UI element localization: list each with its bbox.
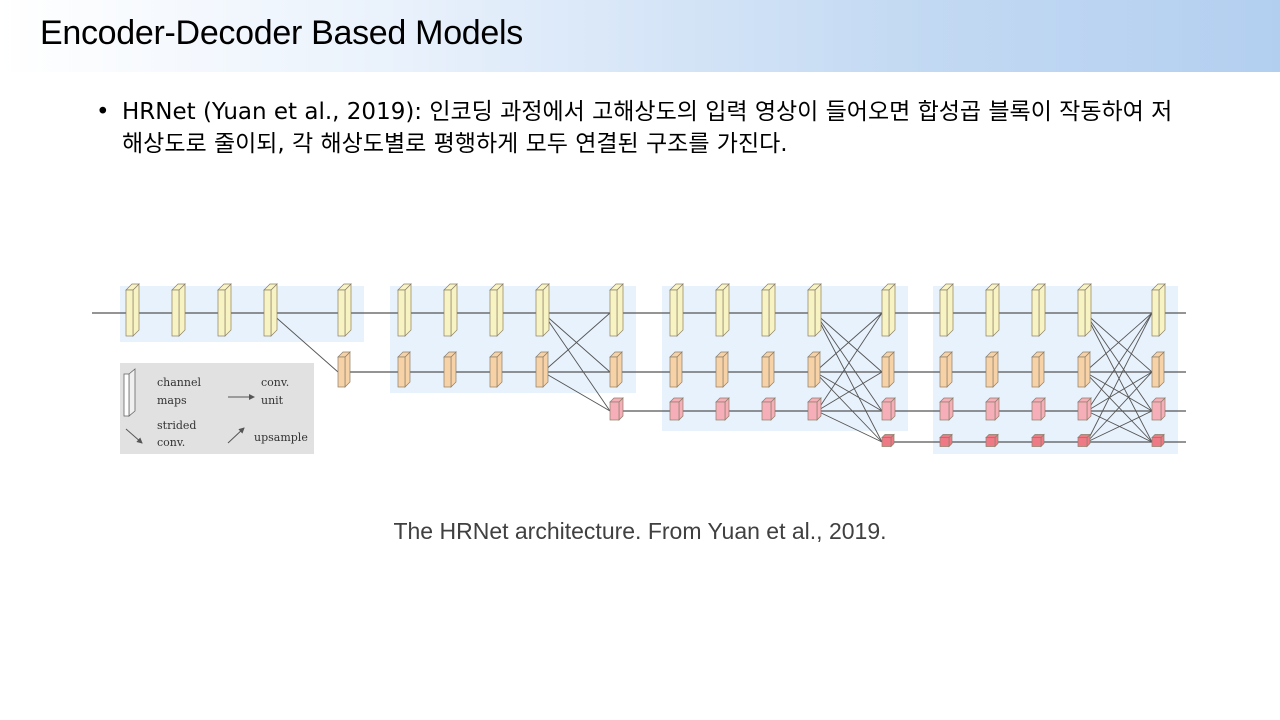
block-stage3-branch1-1 [669,283,684,337]
block-stage4-branch3-4 [1077,397,1092,421]
block-stage3-branch2-2 [715,351,729,388]
block-stage2-branch1-1 [397,283,412,337]
stage-4-bg [933,286,1178,454]
stage-2-bg [390,286,636,393]
block-stage4-branch2-5 [1151,351,1165,388]
block-stage3-branch1-5 [881,283,896,337]
block-stage3-branch3-4 [807,397,822,421]
connection-stage4-b2-to-b3 [1084,371,1153,412]
block-transition-branch2 [337,351,351,388]
connection-stage4-b1-to-b4 [1084,312,1153,443]
block-stage1-branch1-5 [337,283,352,337]
block-stage1-branch1-1 [125,283,140,337]
block-stage2-branch2-3 [489,351,503,388]
block-stage2-branch2-5 [609,351,623,388]
legend-conv-label-1: conv. [261,376,289,389]
connection-stage3-b2-to-b3 [814,371,883,412]
block-stage3-branch1-2 [715,283,730,337]
block-stage2-branch1-4 [535,283,550,337]
bullet-text: HRNet (Yuan et al., 2019): 인코딩 과정에서 고해상도… [122,99,1173,157]
legend-channel-maps-icon [123,368,136,417]
connection-stage3-b2-to-b1 [814,312,883,373]
bullet-dot-icon: • [96,99,110,125]
stage-3-bg [662,286,908,431]
title-bar: Encoder-Decoder Based Models [0,0,1280,72]
legend-strided-conv-icon [125,428,143,444]
figure-caption: The HRNet architecture. From Yuan et al.… [393,518,887,544]
block-stage3-branch2-3 [761,351,775,388]
connection-stage3-b1-to-b4 [814,312,883,443]
block-stage4-branch2-1 [939,351,953,388]
convolution-blocks [125,283,1166,448]
block-stage4-branch1-2 [985,283,1000,337]
block-stage2-branch2-2 [443,351,457,388]
block-stage4-branch3-5 [1151,397,1166,421]
block-stage4-branch2-4 [1077,351,1091,388]
block-stage3-branch3-5 [881,397,896,421]
legend-upsample-label: upsample [254,431,308,444]
legend-conv-label-2: unit [261,394,284,407]
block-stage2-branch1-3 [489,283,504,337]
connection-stage4-b2-to-b4 [1084,371,1153,443]
connection-stage4-b2-to-b1 [1084,312,1153,373]
block-stage4-branch4-5 [1151,433,1165,448]
block-stage1-branch1-3 [217,283,232,337]
connection-stage4-b4-to-b3 [1086,410,1153,443]
connection-stage4-b4-to-b2 [1086,371,1153,443]
connection-stage1-b1-to-b2 [270,312,339,373]
block-stage2-branch1-2 [443,283,458,337]
block-stage4-branch1-1 [939,283,954,337]
stage-1-bg [120,286,364,342]
connection-stage3-b1-to-b3 [814,312,883,412]
block-stage4-branch3-2 [985,397,1000,421]
legend-strided-label-2: conv. [157,436,185,449]
block-stage4-branch2-2 [985,351,999,388]
connection-stage3-b2-to-b4 [814,371,883,443]
connection-stage4-b4-to-b1 [1086,312,1153,443]
block-stage3-branch1-4 [807,283,822,337]
block-stage2-branch2-1 [397,351,411,388]
connection-stage2-b2-to-b1 [542,312,611,373]
connection-stage4-b3-to-b2 [1086,371,1153,412]
connection-stage2-b1-to-b3 [542,312,611,412]
block-stage4-branch3-3 [1031,397,1046,421]
legend-bg [120,363,314,454]
block-stage4-branch4-4 [1077,433,1091,448]
connection-stage4-b1-to-b3 [1084,312,1153,412]
block-stage1-branch1-2 [171,283,186,337]
legend: channel maps conv. unit strided conv. up… [120,363,314,454]
block-stage1-branch1-4 [263,283,278,337]
block-stage3-branch3-3 [761,397,776,421]
connection-stage3-b3-to-b2 [816,371,883,412]
block-stage4-branch1-3 [1031,283,1046,337]
block-stage4-branch4-1 [939,433,953,448]
legend-channel-label-1: channel [157,376,201,389]
connection-stage4-b3-to-b1 [1086,312,1153,412]
block-stage3-branch2-5 [881,351,895,388]
connection-stage3-b3-to-b1 [816,312,883,412]
block-stage4-branch2-3 [1031,351,1045,388]
hrnet-architecture-diagram: channel maps conv. unit strided conv. up… [92,283,1186,454]
block-transition-branch4 [881,433,895,448]
block-stage3-branch2-4 [807,351,821,388]
slide-title: Encoder-Decoder Based Models [40,14,523,52]
legend-upsample-icon [227,427,245,444]
block-stage4-branch1-5 [1151,283,1166,337]
block-stage4-branch4-3 [1031,433,1045,448]
connection-stage2-b2-to-b3 [542,371,611,412]
block-stage3-branch2-1 [669,351,683,388]
connection-stage3-b3-to-b4 [816,410,883,443]
block-stage2-branch2-4 [535,351,549,388]
block-stage3-branch1-3 [761,283,776,337]
block-stage4-branch4-2 [985,433,999,448]
block-transition-branch3 [609,397,624,421]
block-stage4-branch3-1 [939,397,954,421]
cross-connections [270,312,1153,443]
block-stage2-branch1-5 [609,283,624,337]
block-stage3-branch3-1 [669,397,684,421]
block-stage3-branch3-2 [715,397,730,421]
legend-strided-label-1: strided [157,419,196,432]
legend-channel-label-2: maps [157,394,187,407]
block-stage4-branch1-4 [1077,283,1092,337]
